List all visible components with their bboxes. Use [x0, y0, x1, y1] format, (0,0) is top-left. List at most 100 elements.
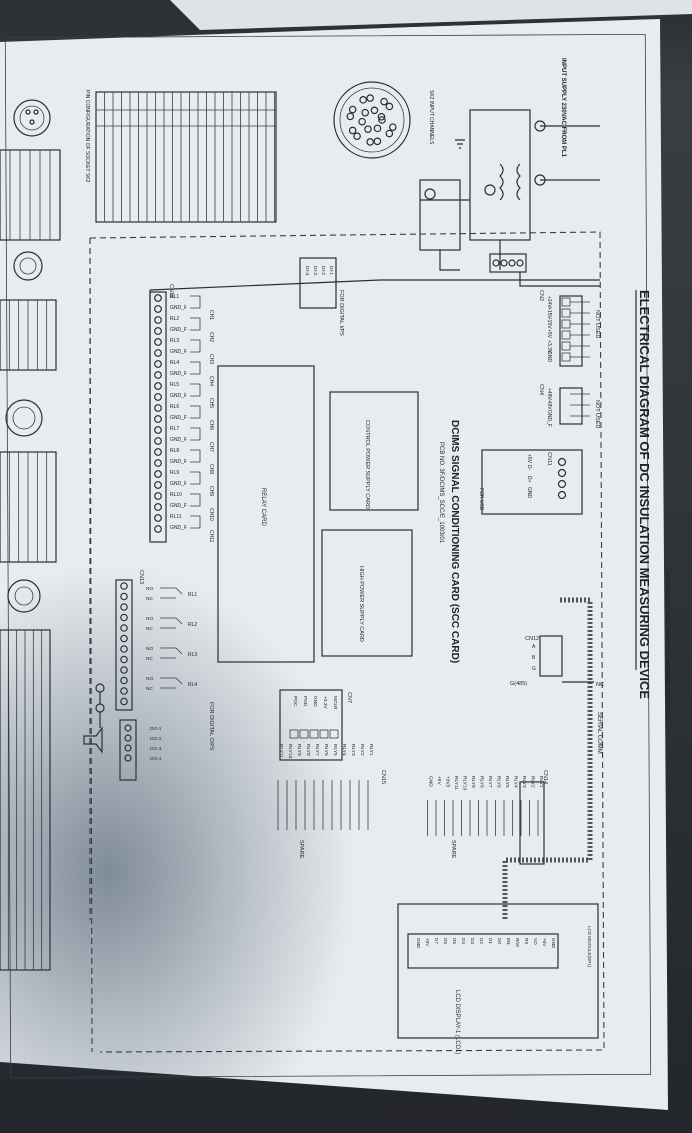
do-label: DO-3 [150, 746, 162, 752]
relay-wire [190, 295, 201, 309]
sk2-pin [346, 112, 355, 121]
lcd-pin-label: R/W [515, 938, 520, 948]
relay-column: CN10RL1GND_FRL2GND_FRL3GND_FRL4GND_FRL5G… [149, 284, 201, 543]
pin-config-label: PIN CONFIGURATION OF SOCKET SK2 [84, 90, 90, 183]
cn11-pin [557, 490, 567, 500]
gnd-f-label: GND_F [170, 371, 187, 377]
contact-label: NC [146, 686, 153, 692]
cn10-pin [154, 371, 162, 379]
cn13-relay-label: RL2 [188, 622, 197, 628]
sk2-pin [373, 137, 382, 146]
cn11-pin-label: D+ [526, 476, 532, 483]
gnd-f-label: GND_F [170, 393, 187, 399]
cn2-pin-label: -15V [546, 318, 552, 329]
cn12-pin-label: A [532, 644, 536, 650]
sk2-pin [348, 126, 357, 135]
di-label: DI-3 [312, 266, 318, 275]
channel-label: CH3 [208, 354, 214, 364]
cn10-pin [154, 426, 162, 434]
cn15-pin-label: RLY8 [305, 744, 311, 756]
cn12-label: CN12 [525, 636, 539, 642]
relay-wire [190, 427, 201, 441]
channel-label: CH5 [208, 398, 214, 408]
lcd-module-label: LCD MODULE(DP1) [587, 926, 592, 968]
gnd-f-label: GND_F [170, 481, 187, 487]
cn14-pin-label: RLY8 [479, 776, 485, 788]
cn13-label: CN13 [138, 570, 144, 584]
lcd-pin-label: D0 [497, 938, 502, 944]
relay-label: RL3 [170, 338, 179, 344]
for-digital-label: FOR DIGITAL I/PS [338, 290, 344, 336]
cn14-block: CN14RLY1RLY2RLY3RLY4RLY5RLY6RLY7RLY8RLY9… [427, 770, 548, 865]
cn7-pin-label: +3.3V [322, 696, 328, 709]
relay-wire [190, 339, 201, 353]
cn10-label: CN10 [168, 284, 174, 298]
pin-config-table [95, 91, 277, 223]
cn15-pin-label: RLY2 [359, 744, 365, 756]
cn14-pin-label: RLY2 [530, 776, 536, 788]
gnd-f-label: GND_F [170, 459, 187, 465]
cn14-pin-label: GND [428, 776, 434, 787]
cn11-pin [557, 457, 567, 467]
cn15-pin-label: RLY7 [314, 744, 320, 756]
sk2-pin [366, 138, 374, 146]
cn2-pin-label: +3.3V [546, 340, 552, 354]
cn10-pin [154, 338, 162, 346]
relay-label: RL9 [170, 470, 179, 476]
cn15-pin-label: RLY1 [368, 744, 374, 756]
lcd-pin-label: D1 [488, 938, 493, 944]
cn14-pin-label: RLY3 [521, 776, 527, 788]
sk2-pin [353, 132, 361, 140]
cn10-pin [154, 393, 162, 401]
cn12-connector [539, 635, 563, 677]
contact-label: NC [146, 596, 153, 602]
cn2-not-used: NOT USED [594, 310, 600, 338]
lcd-pin-label: GND [416, 938, 421, 949]
cn11-pin-label: +5V [526, 454, 532, 464]
card-title-group: DCIMS SIGNAL CONDITIONING CARD (SCC CARD… [438, 420, 460, 663]
lcd-display-box [397, 903, 599, 1039]
channel-label: CH4 [208, 376, 214, 386]
title-group: ELECTRICAL DIAGRAM OF DC INSULATION MEAS… [635, 290, 652, 699]
input-supply-label: INPUT SUPPLY 230VAC FROM PL1 [560, 58, 566, 158]
spare-label-1: SPARE [450, 840, 456, 859]
relay-label: RL5 [170, 382, 179, 388]
cn11-pin [557, 479, 567, 489]
high-power-label: HIGH POWER SUPPLY CARD [358, 566, 364, 642]
sk2-input-label: SK2 INPUT CHANNELS [428, 90, 434, 145]
cn2-pin-label: GND [546, 351, 552, 363]
relay-wire [190, 361, 201, 375]
contact-label: NO [146, 676, 153, 682]
for-usb-label: FOR USB [478, 488, 484, 511]
cn11-pin [557, 468, 567, 478]
relay-label: RL8 [170, 448, 179, 454]
serial-comm-label: SERIAL COMM [596, 712, 602, 754]
cn7-pin-label: MCLR [332, 696, 338, 710]
cn7-pin-label: PGC [292, 696, 298, 707]
cn10-pin [154, 492, 162, 500]
do-label: DO-1 [150, 726, 162, 732]
cn2-pin-label: +24V [546, 296, 552, 308]
relay-label: RL11 [170, 514, 182, 520]
relay-card-label: RELAY CARD [260, 488, 266, 526]
cn14-pin-label: RLY6 [496, 776, 502, 788]
sk2-pin [361, 108, 370, 117]
cn10-pin [154, 404, 162, 412]
control-power-label: CONTROL POWER SUPPLY CARD [364, 420, 370, 509]
cn10-pin [154, 514, 162, 522]
diagram-title: ELECTRICAL DIAGRAM OF DC INSULATION MEAS… [637, 290, 652, 699]
sk4-connector-icon [5, 399, 43, 437]
cn4-label: CN4 [538, 384, 544, 395]
channel-label: CH7 [208, 442, 214, 452]
cn10-pin [154, 448, 162, 456]
sk2-pin [380, 97, 388, 106]
cn13-relay-label: RL4 [188, 682, 197, 688]
relay-label: RL7 [170, 426, 179, 432]
cn4-pin-label: GND_F [546, 410, 552, 427]
lcd-pin-label: D6 [443, 938, 448, 944]
cn7-pin-label: PGD [302, 696, 308, 707]
